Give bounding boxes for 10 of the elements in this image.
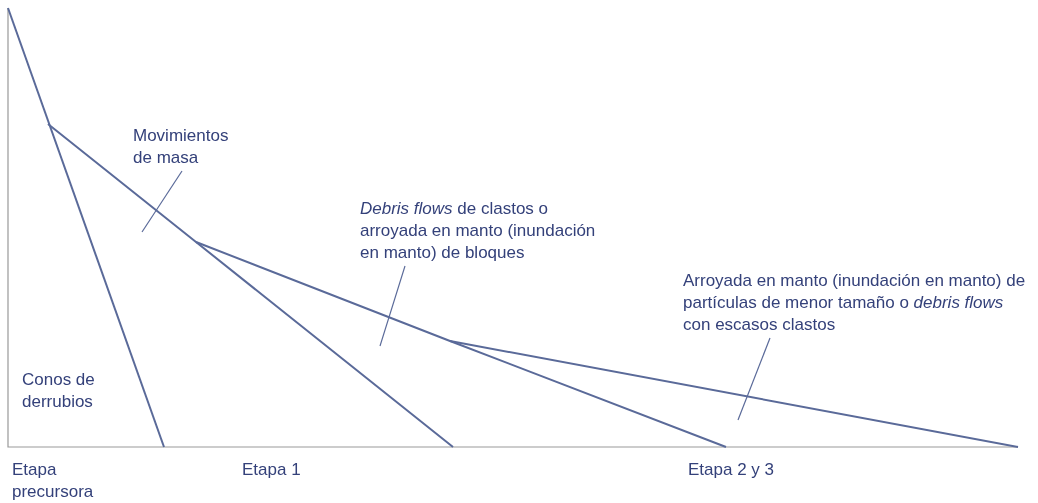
annotation-text: Debris flows de clastos o arroyada en manto (inundación en manto) de bloques: [360, 198, 610, 264]
axis-label: Etapa precursora: [12, 459, 95, 503]
annotation-text: Arroyada en manto (inundación en manto) de partículas de menor tamaño o debris flows con escasos clastos: [683, 270, 1033, 336]
leader-line: [379, 265, 406, 347]
leader-line: [737, 337, 771, 421]
annotation-text: Movimientos de masa: [133, 125, 243, 169]
axis-label: Etapa 1: [242, 459, 302, 481]
axis-label: Etapa 2 y 3: [688, 459, 775, 481]
part-label: Conos de derrubios: [22, 369, 96, 413]
leader-line: [141, 170, 183, 233]
